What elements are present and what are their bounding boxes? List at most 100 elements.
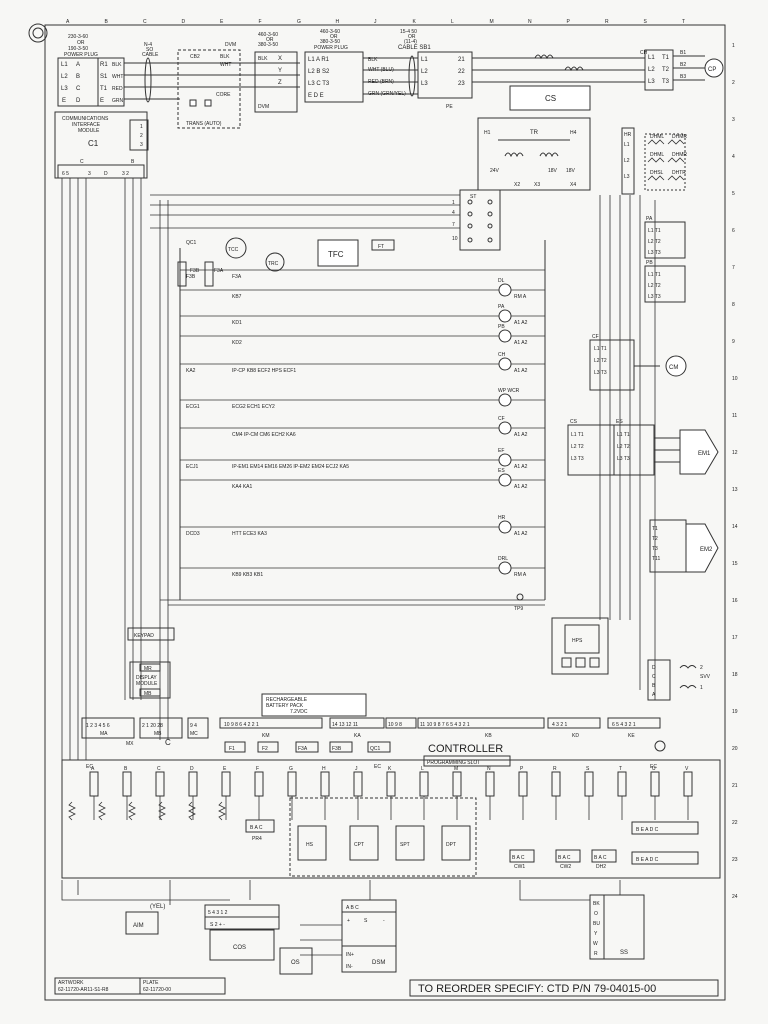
row-number: 19 xyxy=(732,709,738,715)
svg-text:F2: F2 xyxy=(262,746,268,752)
svg-text:62-11720-AR11-S1-R8: 62-11720-AR11-S1-R8 xyxy=(58,987,109,993)
svg-text:L2: L2 xyxy=(648,67,655,73)
svg-text:DHTR: DHTR xyxy=(672,170,686,176)
svg-text:X4: X4 xyxy=(570,182,576,188)
svg-text:IN-: IN- xyxy=(346,964,353,970)
svg-text:B A C: B A C xyxy=(250,825,263,831)
row-number: 18 xyxy=(732,672,738,678)
rung-coil-label: EF xyxy=(498,448,504,454)
svg-text:L1 T1: L1 T1 xyxy=(648,272,661,278)
svg-text:L1 T1: L1 T1 xyxy=(648,228,661,234)
svg-text:F1: F1 xyxy=(229,746,235,752)
svg-text:WHT: WHT xyxy=(220,62,231,68)
svg-text:EM2: EM2 xyxy=(700,547,713,553)
ec-terminal: C xyxy=(155,766,165,820)
rung-coil-label: DRL xyxy=(498,556,508,562)
ec-terminal-label: L xyxy=(421,766,424,772)
sensor-cpt: CPT xyxy=(349,825,379,861)
svg-text:PR4: PR4 xyxy=(252,836,262,842)
controller-frame xyxy=(61,759,721,879)
svg-text:TP9: TP9 xyxy=(514,606,523,612)
svg-text:SPT: SPT xyxy=(400,842,410,848)
column-letter: D xyxy=(182,19,186,25)
column-letter: P xyxy=(567,19,571,25)
svg-text:OR: OR xyxy=(408,34,416,40)
svg-text:F3B: F3B xyxy=(190,268,200,274)
svg-text:CW1: CW1 xyxy=(514,864,525,870)
svg-text:O: O xyxy=(594,911,598,917)
svg-text:230-3-60: 230-3-60 xyxy=(68,34,88,40)
svg-text:TCC: TCC xyxy=(228,247,239,253)
rung-coil-label: CF xyxy=(498,416,505,422)
svg-text:OR: OR xyxy=(330,34,338,40)
row-number: 1 xyxy=(732,43,735,49)
svg-text:RED: RED xyxy=(112,86,123,92)
row-number: 11 xyxy=(732,413,737,419)
svg-text:L2 T2: L2 T2 xyxy=(571,444,584,450)
svg-text:B A C: B A C xyxy=(558,855,571,861)
rung-contacts-label: KB7 xyxy=(232,294,242,300)
row-number: 13 xyxy=(732,487,738,493)
svg-text:EC: EC xyxy=(374,764,381,770)
svg-text:MODULE: MODULE xyxy=(78,128,100,134)
svg-text:S: S xyxy=(364,918,368,924)
power-plug-left: 230-3-60 OR 190-3-50 POWER PLUG L1 L2 L3… xyxy=(57,34,125,107)
svg-text:C: C xyxy=(652,674,656,680)
ec-terminal: B xyxy=(122,766,132,820)
rung-contacts-label: IP-EM1 EM14 EM16 EM26 IP-EM2 EM24 ECJ2 K… xyxy=(232,464,349,470)
ec-terminal-label: U xyxy=(652,766,656,772)
row-number: 10 xyxy=(732,376,738,382)
svg-text:KEYPAD: KEYPAD xyxy=(134,633,154,639)
svg-text:C: C xyxy=(76,86,81,92)
auto-transformer: CB2 BLK WHT CORE TRANS (AUTO) xyxy=(177,49,241,129)
svg-text:KD: KD xyxy=(572,733,579,739)
row-number: 3 xyxy=(732,117,735,123)
svg-text:10: 10 xyxy=(452,236,458,242)
ec-terminal: H xyxy=(320,766,330,820)
ec-terminal-label: V xyxy=(685,766,689,772)
svg-text:23: 23 xyxy=(458,81,465,87)
svg-text:L1: L1 xyxy=(61,62,68,68)
svg-text:D: D xyxy=(76,98,81,104)
row-number: 6 xyxy=(732,228,735,234)
ec-terminal-label: S xyxy=(586,766,590,772)
svg-text:L2 T2: L2 T2 xyxy=(617,444,630,450)
cm-motor-icon xyxy=(665,355,687,377)
ec-terminal: G xyxy=(287,766,297,820)
ec-terminal-label: P xyxy=(520,766,524,772)
st-switch: ST 14 710 xyxy=(452,189,501,251)
em2-motor-icon xyxy=(685,523,719,573)
svg-text:BLK: BLK xyxy=(368,57,378,63)
svg-text:(11-4): (11-4) xyxy=(404,39,417,45)
svg-text:T3: T3 xyxy=(662,79,670,85)
row-number: 24 xyxy=(732,894,738,900)
svg-text:KE: KE xyxy=(628,733,635,739)
svg-text:B A C: B A C xyxy=(512,855,525,861)
svg-text:F3B: F3B xyxy=(332,746,342,752)
svg-text:T1: T1 xyxy=(100,86,108,92)
svg-text:2: 2 xyxy=(700,665,703,671)
row-number: 20 xyxy=(732,746,738,752)
svg-text:F3A: F3A xyxy=(214,268,224,274)
svg-text:T1: T1 xyxy=(662,55,670,61)
svg-text:1: 1 xyxy=(140,124,143,130)
svg-text:10 9 8: 10 9 8 xyxy=(388,722,402,728)
svg-text:PA: PA xyxy=(646,216,653,222)
column-letter: T xyxy=(682,19,685,25)
svg-text:L3 T3: L3 T3 xyxy=(617,456,630,462)
aim-block: (YEL) AIM xyxy=(125,904,165,935)
os-block: OS xyxy=(279,947,313,975)
svg-text:D: D xyxy=(652,665,656,671)
svg-text:BLK: BLK xyxy=(112,62,122,68)
cable-n4-label: N-4 SO CABLE xyxy=(142,42,159,103)
svg-text:T2: T2 xyxy=(662,67,670,73)
svg-text:D: D xyxy=(104,171,108,177)
